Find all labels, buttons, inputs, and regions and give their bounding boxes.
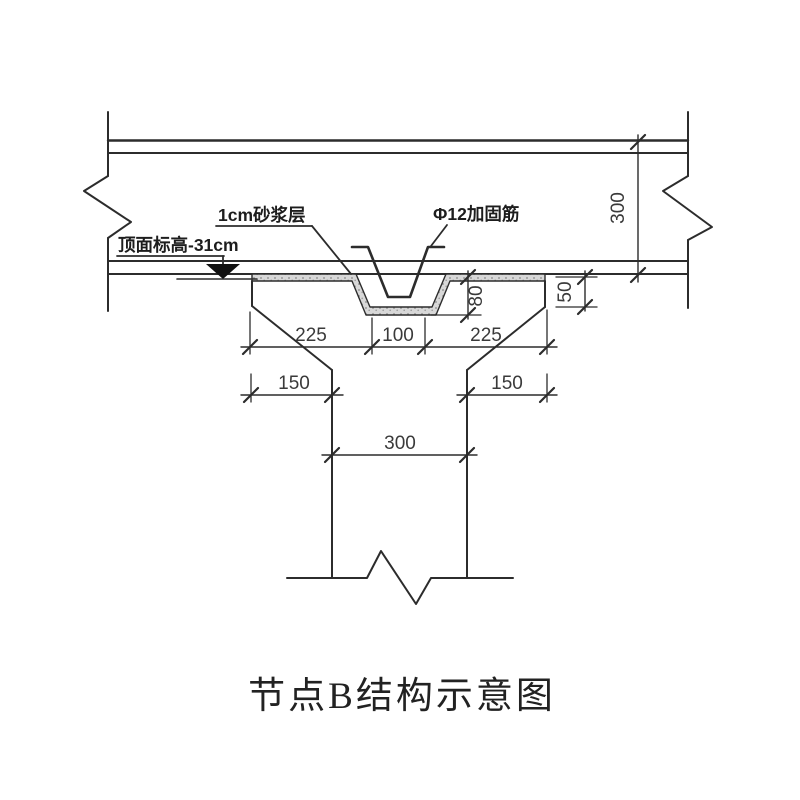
dim-tick (576, 268, 594, 286)
dim-value: 150 (491, 373, 523, 394)
slab-outline (83, 111, 713, 312)
dim-row-offsets: 150 150 (240, 373, 558, 404)
rebar-label: Φ12加固筋 (433, 204, 519, 224)
dim-tick (458, 446, 476, 464)
dim-bearing-drop: 50 (555, 268, 598, 316)
dim-tick (629, 266, 647, 284)
diagram-title: 节点B结构示意图 (248, 675, 556, 717)
dim-tick (323, 386, 341, 404)
dim-value: 150 (278, 373, 310, 394)
dim-tick (629, 133, 647, 151)
dim-column-width: 300 (321, 433, 478, 464)
dim-value: 80 (466, 285, 487, 306)
corbel-left-slope (251, 305, 333, 371)
dim-tick (323, 446, 341, 464)
dim-tick (576, 298, 594, 316)
mortar-label: 1cm砂浆层 (218, 205, 306, 225)
dim-value: 300 (384, 433, 416, 454)
dim-tick (459, 268, 477, 286)
column-outline (286, 369, 514, 605)
dim-tick (363, 338, 381, 356)
elevation-label: 顶面标高-31cm (118, 235, 239, 255)
dim-tick (416, 338, 434, 356)
corbel-outline (251, 280, 546, 371)
left-break-icon (83, 175, 132, 239)
dim-tick (459, 306, 477, 324)
dim-slab-height: 300 (608, 133, 647, 284)
dim-value: 50 (555, 281, 576, 302)
dim-value: 225 (295, 325, 327, 346)
mortar-leader (311, 225, 352, 275)
mortar-callout: 1cm砂浆层 (215, 205, 352, 275)
dim-tick (241, 338, 259, 356)
elevation-marker: 顶面标高-31cm (116, 235, 258, 280)
dim-tick (538, 386, 556, 404)
rebar-leader (430, 224, 448, 247)
dim-tick (458, 386, 476, 404)
elevation-triangle-icon (206, 264, 240, 279)
right-break-icon (662, 175, 713, 241)
dim-tick (538, 338, 556, 356)
dim-value: 100 (382, 325, 414, 346)
rebar-bent-bar (350, 245, 446, 299)
rebar-callout: Φ12加固筋 (430, 204, 519, 247)
dim-row-corbel: 225 100 225 (240, 309, 558, 356)
mortar-layer-strip (251, 273, 546, 316)
column-break-icon (286, 550, 514, 605)
dim-value: 225 (470, 325, 502, 346)
dim-value: 300 (608, 192, 629, 224)
dim-groove-depth: 80 (430, 268, 487, 324)
corbel-right-slope (466, 306, 546, 371)
dim-tick (242, 386, 260, 404)
